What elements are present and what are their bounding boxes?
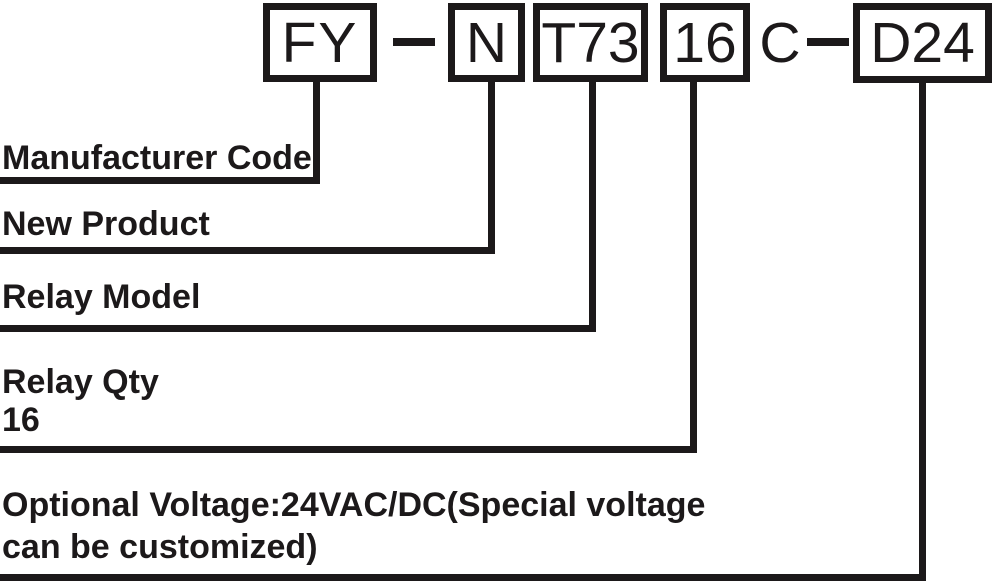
code-text-t73: T73: [541, 10, 640, 75]
separator-dash-icon: -: [393, 38, 435, 46]
label-relay-qty-value: 16: [2, 401, 40, 439]
connector-line-relay-model: [589, 78, 596, 332]
code-text-c: C: [759, 11, 801, 75]
underline-manufacturer: [0, 177, 320, 184]
code-box-relay-model: T73: [533, 3, 648, 82]
separator-dash-icon: -: [807, 38, 849, 46]
code-text-16: 16: [673, 10, 737, 75]
code-box-new-product: N: [448, 3, 525, 82]
code-box-relay-qty: 16: [660, 3, 750, 82]
underline-voltage: [0, 574, 926, 581]
code-letter-c: C: [750, 5, 810, 81]
underline-relay-model: [0, 325, 596, 332]
code-box-manufacturer: FY: [263, 3, 377, 82]
label-relay-qty: Relay Qty: [2, 363, 159, 401]
connector-line-manufacturer: [313, 78, 320, 184]
connector-line-new-product: [488, 78, 495, 254]
connector-line-relay-qty: [690, 78, 697, 453]
label-relay-model: Relay Model: [2, 278, 201, 316]
label-manufacturer-code: Manufacturer Code: [2, 139, 312, 177]
code-text-d24: D24: [870, 11, 975, 75]
label-optional-voltage-line2: can be customized): [2, 528, 318, 566]
code-box-voltage: D24: [853, 3, 992, 83]
code-text-fy: FY: [281, 10, 359, 75]
label-new-product: New Product: [2, 205, 210, 243]
connector-line-voltage: [919, 78, 926, 581]
underline-relay-qty: [0, 446, 697, 453]
underline-new-product: [0, 247, 495, 254]
code-text-n: N: [465, 10, 508, 75]
label-optional-voltage-line1: Optional Voltage:24VAC/DC(Special voltag…: [2, 486, 706, 524]
